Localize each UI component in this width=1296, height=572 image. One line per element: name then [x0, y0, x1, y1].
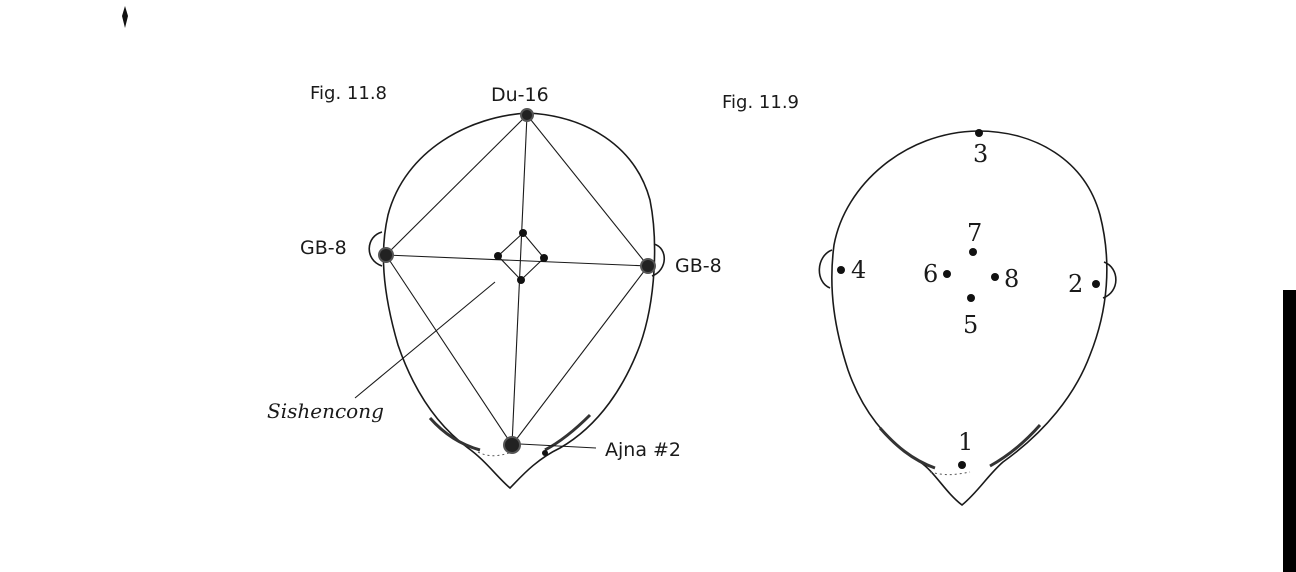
line-du16-gb8-right: [526, 114, 649, 267]
point-7: [969, 248, 977, 256]
figure-11-9: Fig. 11.9 1 2 3 4 5 6 7 8: [722, 92, 1117, 507]
brow-shading-left: [428, 417, 481, 452]
dotted-line-right: [929, 471, 971, 476]
label-point-2: 2: [1068, 270, 1083, 298]
point-2: [1092, 280, 1100, 288]
figure-11-8: Fig. 11.8 Du-16 GB-8 GB-8: [267, 83, 722, 490]
line-gb8-ajna-left: [385, 254, 513, 446]
brow-shading-left-2: [878, 427, 936, 470]
point-gb8-right: [640, 258, 656, 274]
ear-right: [651, 243, 666, 277]
label-du16: Du-16: [491, 84, 549, 106]
label-point-4: 4: [851, 256, 866, 284]
ajna-leader: [519, 443, 597, 449]
brow-shading-right: [544, 413, 592, 452]
figure-caption-right: Fig. 11.9: [722, 92, 799, 113]
label-point-7: 7: [967, 219, 982, 247]
dotted-line-left: [477, 451, 513, 457]
label-point-3: 3: [973, 140, 988, 168]
line-horizontal: [385, 254, 649, 267]
point-5: [967, 294, 975, 302]
point-3: [975, 129, 983, 137]
label-point-6: 6: [923, 260, 938, 288]
line-du16-gb8-left: [385, 114, 528, 256]
head-outline-left: [382, 112, 656, 490]
sishencong-leader: [354, 281, 496, 399]
figure-caption-left: Fig. 11.8: [310, 83, 387, 104]
point-sishencong-right: [540, 254, 548, 262]
point-gb8-left: [378, 247, 394, 263]
label-gb8-right: GB-8: [675, 255, 722, 277]
label-point-5: 5: [963, 311, 978, 339]
label-gb8-left: GB-8: [300, 237, 347, 259]
point-8: [991, 273, 999, 281]
point-sishencong-top: [519, 229, 527, 237]
ear-left-2: [818, 249, 833, 289]
point-6: [943, 270, 951, 278]
line-gb8-ajna-right: [511, 265, 649, 446]
scan-mark: [122, 6, 128, 28]
ear-left: [368, 231, 383, 267]
label-point-8: 8: [1004, 265, 1019, 293]
point-sishencong-left: [494, 252, 502, 260]
label-point-1: 1: [958, 428, 973, 456]
point-small-right: [542, 450, 548, 456]
scan-edge: [1283, 290, 1296, 572]
head-outline-right: [831, 130, 1108, 507]
label-sishencong: Sishencong: [267, 399, 384, 423]
point-1: [958, 461, 966, 469]
point-4: [837, 266, 845, 274]
label-ajna-2: Ajna #2: [605, 439, 681, 461]
brow-shading-right-2: [989, 424, 1042, 468]
ear-right-2: [1102, 261, 1117, 299]
point-du16: [520, 108, 534, 122]
point-ajna-2: [503, 436, 521, 454]
point-sishencong-bottom: [517, 276, 525, 284]
